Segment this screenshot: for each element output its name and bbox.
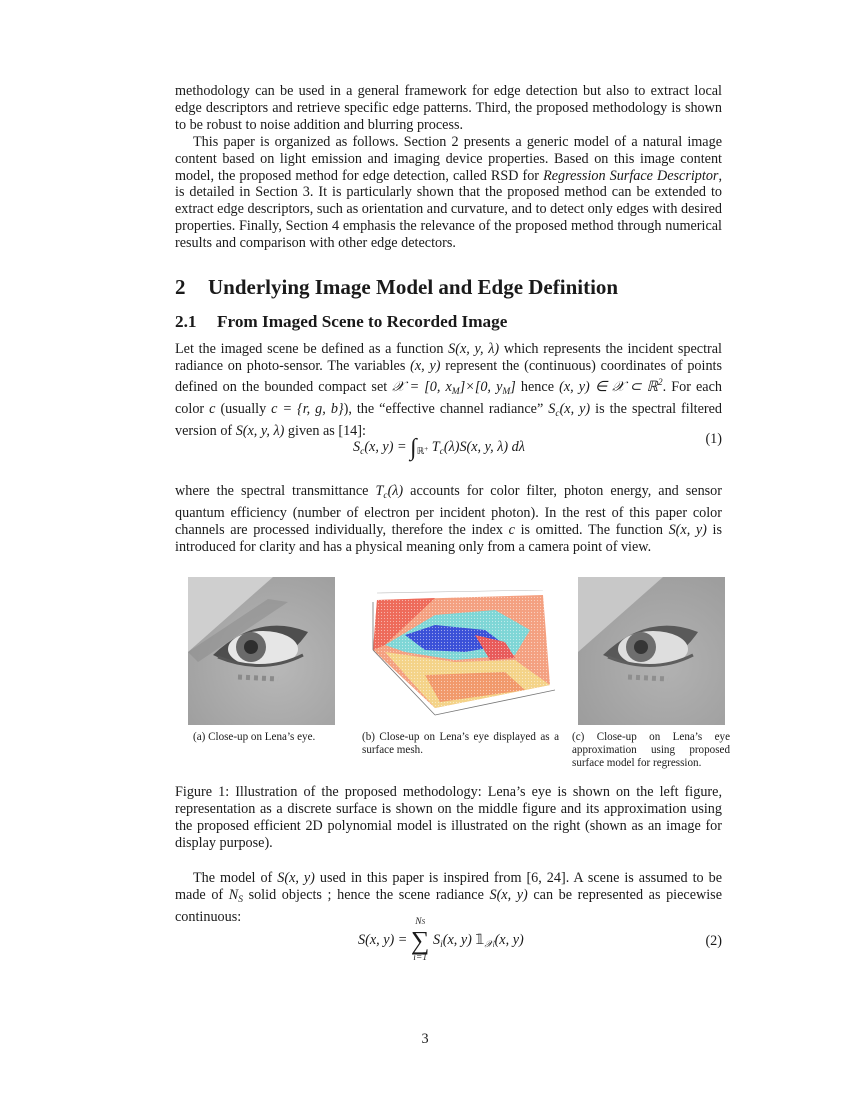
math-inline: S(x, y) bbox=[489, 886, 528, 903]
page-number: 3 bbox=[421, 1031, 429, 1047]
math-inline: c bbox=[209, 400, 216, 417]
math-inline: (x, y) ∈ 𝒳 ⊂ ℝ2 bbox=[559, 377, 663, 395]
math-inline: Tc(λ) bbox=[375, 483, 404, 501]
math-inline: c bbox=[508, 521, 515, 538]
eye-photo-icon bbox=[188, 577, 335, 725]
math-inline: S(x, y) bbox=[277, 870, 315, 886]
math-inline: 𝒳 = [0, xM]×[0, yM] bbox=[392, 378, 516, 397]
lena-eye-approximation-image bbox=[578, 577, 725, 725]
surface-mesh-plot bbox=[365, 589, 560, 720]
scene-model-paragraph: The model of S(x, y) used in this paper … bbox=[175, 870, 723, 925]
eye-approximation-icon bbox=[578, 577, 725, 725]
equation-2-body: S(x, y) = NS∑i=1 Si(x, y) 𝟙𝒳i(x, y) bbox=[358, 917, 524, 963]
intro-block: methodology can be used in a general fra… bbox=[175, 83, 722, 252]
math-inline: S(x, y, λ) bbox=[235, 422, 285, 439]
surface-mesh-icon bbox=[372, 589, 556, 716]
transmittance-paragraph: where the spectral transmittance Tc(λ) a… bbox=[175, 483, 723, 555]
math-inline: NS bbox=[228, 886, 243, 905]
equation-1-body: Sc(x, y) = ∫ℝ+ Tc(λ)S(x, y, λ) dλ bbox=[353, 435, 525, 461]
math-inline: Sc(x, y) bbox=[548, 400, 591, 419]
subfigure-caption-c: (c) Close-up on Lena’s eye approximation… bbox=[572, 731, 730, 770]
intro-paragraph-1: methodology can be used in a general fra… bbox=[175, 83, 722, 133]
math-inline: S(x, y) bbox=[668, 521, 707, 538]
equation-2: S(x, y) = NS∑i=1 Si(x, y) 𝟙𝒳i(x, y) (2) bbox=[175, 916, 722, 971]
figure-caption: Figure 1: Illustration of the proposed m… bbox=[175, 784, 722, 851]
scene-definition-paragraph: Let the imaged scene be defined as a fun… bbox=[175, 341, 723, 439]
math-inline: (x, y) bbox=[410, 357, 441, 374]
equation-number: (2) bbox=[705, 933, 722, 949]
subfigure-caption-b: (b) Close-up on Lena’s eye displayed as … bbox=[362, 731, 559, 757]
equation-number: (1) bbox=[705, 431, 722, 447]
math-inline: S(x, y, λ) bbox=[448, 341, 500, 357]
math-inline: c = {r, g, b} bbox=[271, 400, 344, 417]
subfigure-caption-a: (a) Close-up on Lena’s eye. bbox=[193, 731, 316, 743]
intro-paragraph-2: This paper is organized as follows. Sect… bbox=[175, 133, 722, 252]
rsd-term: Regression Surface Descriptor bbox=[543, 167, 719, 184]
lena-eye-image bbox=[188, 577, 335, 725]
equation-1: Sc(x, y) = ∫ℝ+ Tc(λ)S(x, y, λ) dλ (1) bbox=[175, 423, 722, 463]
